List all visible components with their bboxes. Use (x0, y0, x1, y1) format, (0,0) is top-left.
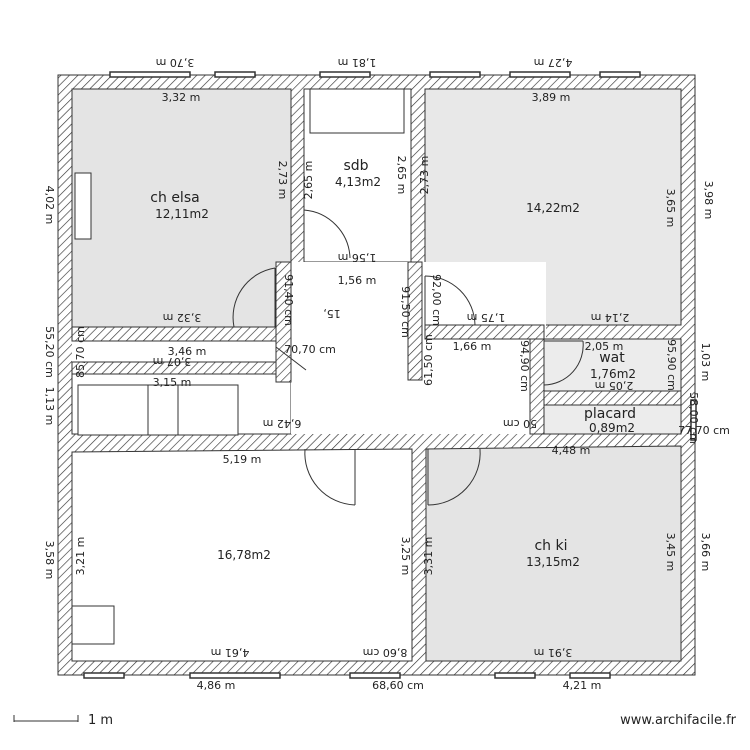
dim-wat-right: 95,90 cm (665, 339, 678, 391)
dim-left-55: 55,20 cm (43, 326, 56, 378)
dim-sw-right: 3,25 m (399, 537, 412, 576)
dim-sdb-right: 2,65 m (395, 156, 408, 195)
bathtub (309, 88, 405, 134)
bed-elsa (74, 172, 92, 240)
area-ch-ki: 13,15m2 (526, 555, 580, 569)
dim-corr-315: 3,15 m (153, 376, 192, 389)
dim-bottom-6860: 68,60 cm (372, 679, 424, 692)
room-wat-floor (543, 338, 682, 392)
dim-corr-61-50: 61,50 cm (422, 334, 435, 386)
scale-bar (13, 715, 79, 722)
scale-label: 1 m (88, 713, 113, 728)
label-sdb: sdb (343, 158, 368, 174)
door-sdb (303, 209, 351, 260)
partition-wall-1 (407, 261, 423, 381)
dim-corr-307: 3,07 m (153, 355, 192, 368)
area-room-ne: 14,22m2 (526, 201, 580, 215)
partition-wall-5 (543, 390, 682, 406)
area-ch-elsa: 12,11m2 (155, 207, 209, 221)
label-wat: wat (599, 350, 625, 366)
dim-ki-bottom: 3,91 m (534, 646, 573, 659)
dim-hall-166: 1,66 m (453, 340, 492, 353)
label-placard: placard (584, 406, 636, 422)
area-sdb: 4,13m2 (335, 175, 381, 189)
door-corridor (275, 346, 307, 371)
area-wat: 1,76m2 (590, 367, 636, 381)
dim-left-113: 1,13 m (43, 387, 56, 426)
dim-corr-346: 3,46 m (168, 345, 207, 358)
dim-ki-right: 3,45 m (664, 533, 677, 572)
dim-left-85: 85,70 cm (74, 326, 87, 378)
room-sw-floor (71, 448, 413, 662)
room-ch-ki-floor (425, 445, 682, 662)
dim-elsa-right: 2,73 m (276, 161, 289, 200)
dim-sw-left: 3,21 m (74, 537, 87, 576)
dim-corr-91-50: 91,50 cm (399, 286, 412, 338)
dim-corr-70: 70,70 cm (284, 343, 336, 356)
dim-top-1: 3,70 m (156, 56, 195, 69)
hall-floor (291, 262, 411, 434)
door-sw (304, 448, 356, 506)
dim-ki-left: 3,31 m (422, 537, 435, 576)
cabinet-3 (177, 384, 239, 436)
dim-sw-bottom: 4,61 m (211, 646, 250, 659)
dim-sdb-left: 2,65 m (302, 161, 315, 200)
dim-ne-left: 2,73 m (418, 156, 431, 195)
dim-hall-50: 50 cm (503, 417, 537, 430)
dim-right-lower: 3,66 m (699, 533, 712, 572)
desk-sw (71, 605, 115, 645)
dim-wat-bottom: 2,05 m (595, 379, 634, 392)
watermark: www.archifacile.fr (620, 713, 736, 728)
cabinet-1 (77, 384, 149, 436)
dim-sdb-bottom: 1,56 m (338, 251, 377, 264)
dim-ne-top: 3,89 m (532, 91, 571, 104)
dim-top-3: 4,27 m (534, 56, 573, 69)
dim-top-2: 1,81 m (338, 56, 377, 69)
dim-right-77: 77,70 cm (678, 424, 730, 437)
dim-sdb-bottom-2: 1,56 m (338, 274, 377, 287)
dim-right-58: 58,00 cm (687, 392, 700, 444)
door-wat (543, 340, 584, 386)
dim-bottom-421: 4,21 m (563, 679, 602, 692)
room-placard-floor (543, 404, 682, 435)
area-placard: 0,89m2 (589, 421, 635, 435)
dim-wat-left: 94,90 cm (518, 340, 531, 392)
door-room-ne (424, 275, 476, 326)
dim-ne-right: 3,65 m (664, 189, 677, 228)
partition-wall-3 (424, 324, 545, 340)
dim-ne-bottom-2: 2,14 m (591, 311, 630, 324)
partition-wall-4 (529, 338, 545, 435)
dim-elsa-top: 3,32 m (162, 91, 201, 104)
dim-corr-15: 15, (323, 307, 341, 320)
room-ch-elsa-floor (71, 88, 292, 328)
label-ch-elsa: ch elsa (150, 190, 199, 206)
dim-corr-91-40: 91,40 cm (282, 274, 295, 326)
dim-ne-bottom-1: 1,75 m (467, 311, 506, 324)
dim-hall-642: 6,42 m (263, 417, 302, 430)
dim-wat-top: 2,05 m (585, 340, 624, 353)
door-ch-elsa (232, 267, 276, 328)
label-ch-ki: ch ki (534, 538, 567, 554)
dim-placard-b: 4,48 m (552, 444, 591, 457)
dim-elsa-bottom: 3,32 m (163, 311, 202, 324)
corridor-wall-strip-1 (71, 326, 292, 342)
windows (83, 71, 697, 679)
dim-wat-right-2: 1,03 m (699, 343, 712, 382)
dim-right-upper: 3,98 m (702, 181, 715, 220)
dim-corr-92: 92,00 cm (430, 274, 443, 326)
door-ch-ki (427, 448, 481, 506)
dim-bottom-486: 4,86 m (197, 679, 236, 692)
dim-left-lower: 3,58 m (43, 541, 56, 580)
dim-sw-top: 5,19 m (223, 453, 262, 466)
partition-wall-2 (275, 261, 292, 383)
cabinet-2 (147, 384, 179, 436)
area-room-sw: 16,78m2 (217, 548, 271, 562)
dim-left-upper: 4,02 m (43, 186, 56, 225)
dim-bottom-860: 8,60 cm (363, 646, 408, 659)
